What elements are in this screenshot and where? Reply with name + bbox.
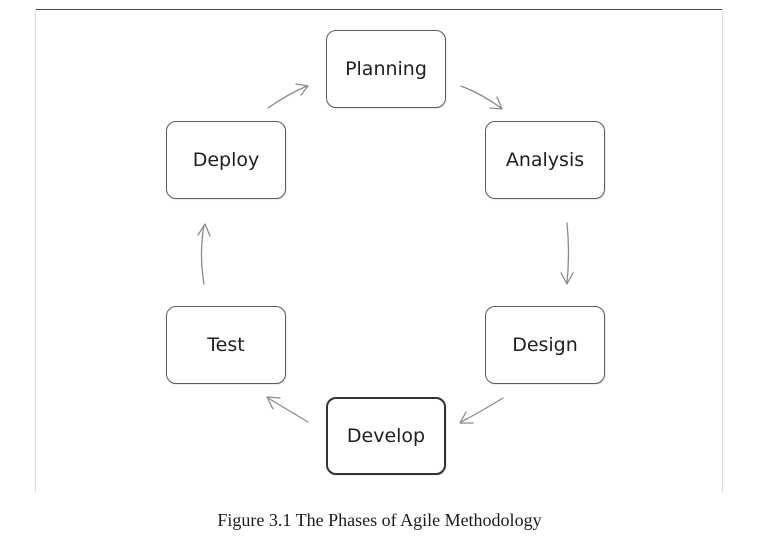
node-develop: Develop (326, 397, 446, 475)
node-design: Design (485, 306, 605, 384)
top-rule (35, 9, 723, 10)
left-rule (35, 9, 36, 492)
figure-caption: Figure 3.1 The Phases of Agile Methodolo… (217, 510, 542, 530)
node-test: Test (166, 306, 286, 384)
node-planning: Planning (326, 30, 446, 108)
node-analysis: Analysis (485, 121, 605, 199)
right-rule (722, 9, 723, 492)
node-deploy: Deploy (166, 121, 286, 199)
